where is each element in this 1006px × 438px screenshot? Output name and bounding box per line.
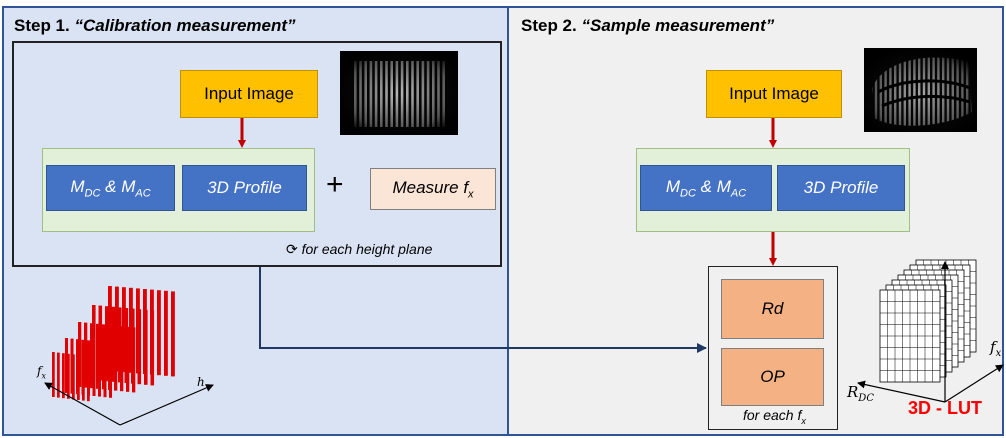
step1-title-prefix: Step 1. [14, 16, 70, 35]
rd-box: Rd [721, 279, 824, 339]
fringe-bar [98, 341, 102, 397]
lut-rdc-label: RDC [847, 383, 874, 404]
fringe-bar [72, 354, 75, 400]
fringe-bar [164, 290, 168, 376]
lut-title: 3D - LUT [908, 398, 982, 418]
fringe-bar [122, 287, 126, 373]
measure-fx-box: Measure fx [370, 168, 496, 210]
step2-title-prefix: Step 2. [521, 16, 577, 35]
step2-mdc-mac-box: MDC & MAC [640, 165, 772, 211]
calibration-frame [12, 41, 502, 267]
loop-note-label: for each height plane [301, 241, 433, 257]
step1-input-image-label: Input Image [204, 84, 294, 103]
fringe-bar [105, 306, 109, 382]
step1-input-image-box: Input Image [180, 70, 318, 118]
step2-title-italic: “Sample measurement” [581, 16, 775, 35]
fringe-bar [111, 306, 116, 382]
step1-3d-profile-label: 3D Profile [207, 178, 282, 197]
step2-input-image-box: Input Image [706, 70, 842, 118]
step2-title: Step 2. “Sample measurement” [521, 16, 774, 36]
fringe-bar [67, 353, 70, 399]
calibration-connector-arrow [259, 267, 707, 353]
plus-sign: + [326, 168, 344, 201]
op-box: OP [721, 348, 824, 406]
step2-sample-image [864, 48, 977, 132]
fringe-bar [109, 342, 113, 398]
stack-fx-label: fx [37, 364, 46, 381]
step2-input-image-label: Input Image [729, 84, 819, 103]
fringe-bar [103, 342, 107, 398]
loop-icon: ⟳ [286, 241, 298, 257]
fringe-bar [126, 326, 130, 392]
step2-3d-profile-label: 3D Profile [803, 178, 879, 197]
step1-mdc-mac-label: MDC & MAC [70, 176, 151, 200]
fringe-bar [90, 323, 94, 389]
lookup-frame [708, 266, 838, 430]
fringe-bar [92, 341, 96, 396]
fringe-bar [78, 322, 82, 387]
fringe-bar [132, 327, 136, 393]
lut-fx-label: fx [990, 338, 1002, 359]
stack-h-label: h [197, 375, 205, 389]
lut-fx-axis [944, 364, 1004, 403]
op-label: OP [760, 367, 785, 386]
fringe-stack-graphic [44, 286, 214, 426]
loop-note: ⟳ for each height plane [286, 241, 432, 258]
fringe-bar [114, 325, 118, 391]
lut-rdc-axis [857, 380, 946, 403]
fringe-bar [129, 287, 133, 373]
stack-h-axis [119, 384, 214, 426]
fringe-bar [87, 356, 90, 402]
fringe-bar [118, 307, 122, 383]
fringe-bar [157, 290, 161, 376]
step1-fringe-image [340, 51, 458, 135]
fringe-bar [120, 326, 124, 392]
fringe-bar [57, 352, 60, 398]
fringe-bar [82, 355, 85, 401]
fringe-bar [137, 309, 142, 385]
fringe-bar [171, 291, 175, 377]
step1-title: Step 1. “Calibration measurement” [14, 16, 296, 36]
fringe-bar [52, 352, 55, 397]
fringe-bar [77, 355, 80, 400]
step2-sample-photo [864, 48, 977, 132]
fringe-bar [62, 353, 65, 399]
fringe-bar [84, 322, 88, 388]
fringe-bar [96, 323, 100, 389]
step2-3d-profile-box: 3D Profile [777, 165, 905, 211]
fringe-bar [150, 310, 155, 386]
step1-fringe-photo [340, 51, 458, 135]
fringe-bar [144, 309, 148, 385]
lut-cube-graphic [857, 259, 1004, 403]
measure-fx-label: Measure fx [392, 177, 474, 201]
step1-title-italic: “Calibration measurement” [74, 16, 296, 35]
step1-3d-profile-box: 3D Profile [182, 165, 307, 211]
step1-mdc-mac-box: MDC & MAC [46, 165, 175, 211]
stack-fx-axis [44, 382, 121, 426]
step2-mdc-mac-label: MDC & MAC [665, 176, 747, 200]
rd-label: Rd [761, 299, 784, 318]
for-each-fx-note: for each fx [743, 407, 806, 426]
fringe-bar [65, 338, 69, 393]
